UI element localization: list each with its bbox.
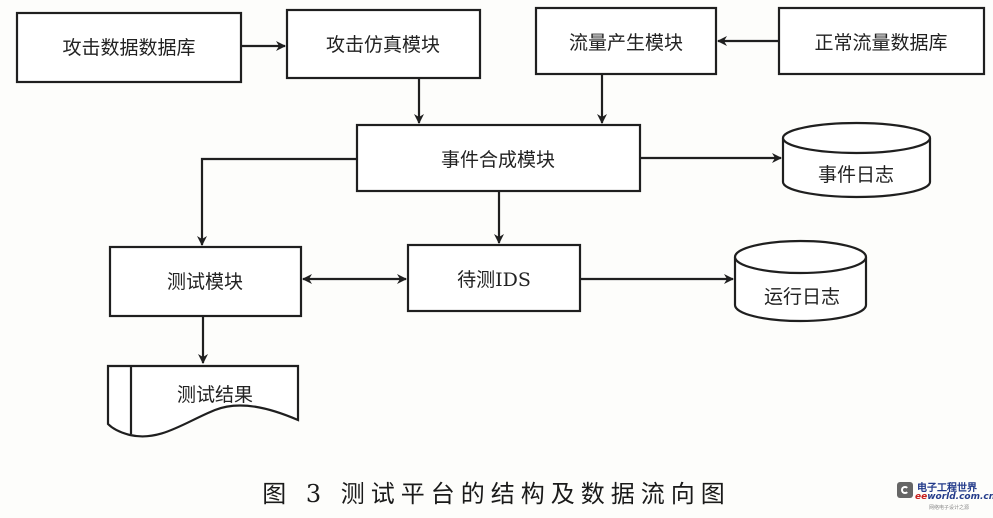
- node-test-result-label: 测试结果: [177, 384, 253, 406]
- watermark: 电子工程世界 eeworld.com.cn 网络电子设计之源: [893, 478, 993, 514]
- watermark-tagline: 网络电子设计之源: [929, 505, 970, 511]
- node-test-module-label: 测试模块: [167, 271, 243, 293]
- edges: [197, 36, 782, 364]
- node-event-synth: 事件合成模块: [355, 123, 642, 193]
- node-normal-db: 正常流量数据库: [777, 6, 986, 76]
- node-normal-db-label: 正常流量数据库: [814, 32, 947, 54]
- watermark-name: 电子工程世界: [917, 483, 977, 494]
- node-event-log-label: 事件日志: [818, 164, 894, 186]
- node-attack-db: 攻击数据数据库: [15, 11, 243, 84]
- node-ids-under-test: 待测IDS: [406, 243, 582, 313]
- watermark-site-prefix: ee: [915, 492, 928, 502]
- node-attack-sim-label: 攻击仿真模块: [326, 34, 440, 56]
- node-ids-under-test-label: 待测IDS: [457, 269, 531, 291]
- node-run-log: 运行日志: [733, 239, 868, 323]
- eeworld-logo-icon: [897, 482, 913, 498]
- node-test-result: 测试结果: [106, 364, 300, 438]
- figure-caption: 图 3 测试平台的结构及数据流向图: [262, 480, 731, 508]
- edge-event-synth-to-test-module: [197, 157, 357, 246]
- node-traffic-gen-label: 流量产生模块: [569, 32, 683, 54]
- node-test-module: 测试模块: [108, 245, 303, 318]
- node-traffic-gen: 流量产生模块: [534, 6, 718, 76]
- node-event-log: 事件日志: [781, 121, 932, 199]
- node-event-synth-label: 事件合成模块: [441, 149, 555, 171]
- watermark-site: eeworld.com.cn: [915, 492, 993, 502]
- node-attack-sim: 攻击仿真模块: [285, 8, 482, 80]
- node-attack-db-label: 攻击数据数据库: [62, 37, 195, 59]
- watermark-site-rest: world.com.cn: [927, 492, 993, 502]
- node-run-log-label: 运行日志: [764, 286, 840, 308]
